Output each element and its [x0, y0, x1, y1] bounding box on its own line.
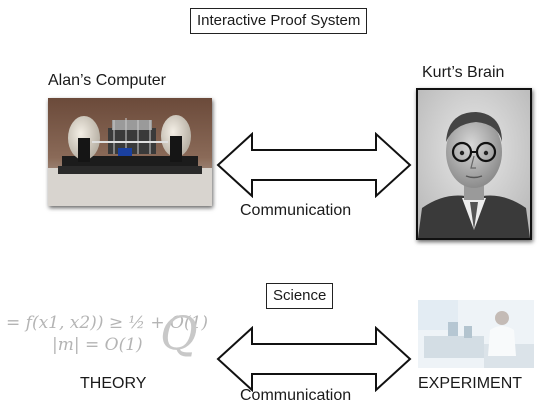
formula-q-symbol: Q [160, 306, 198, 360]
bottom-communication-label: Communication [240, 387, 352, 404]
bottom-double-arrow [216, 326, 412, 392]
formula-line-2: |m| = O(1) [52, 335, 143, 355]
formula-line-1: = f(x1, x2)) ≥ ½ + O(1) [6, 313, 209, 333]
kurts-brain-label: Kurt’s Brain [422, 64, 505, 81]
theory-formula: = f(x1, x2)) ≥ ½ + O(1) |m| = O(1) Q [6, 309, 218, 369]
experiment-photo [418, 300, 534, 368]
theory-label: THEORY [80, 375, 147, 392]
top-double-arrow [216, 132, 412, 198]
top-communication-label: Communication [240, 202, 352, 219]
science-title: Science [266, 283, 334, 309]
alans-computer-label: Alan’s Computer [48, 72, 166, 89]
alans-computer-photo [48, 98, 212, 206]
kurts-brain-portrait [416, 88, 532, 240]
experiment-label: EXPERIMENT [418, 375, 523, 392]
interactive-proof-system-title: Interactive Proof System [190, 8, 368, 34]
